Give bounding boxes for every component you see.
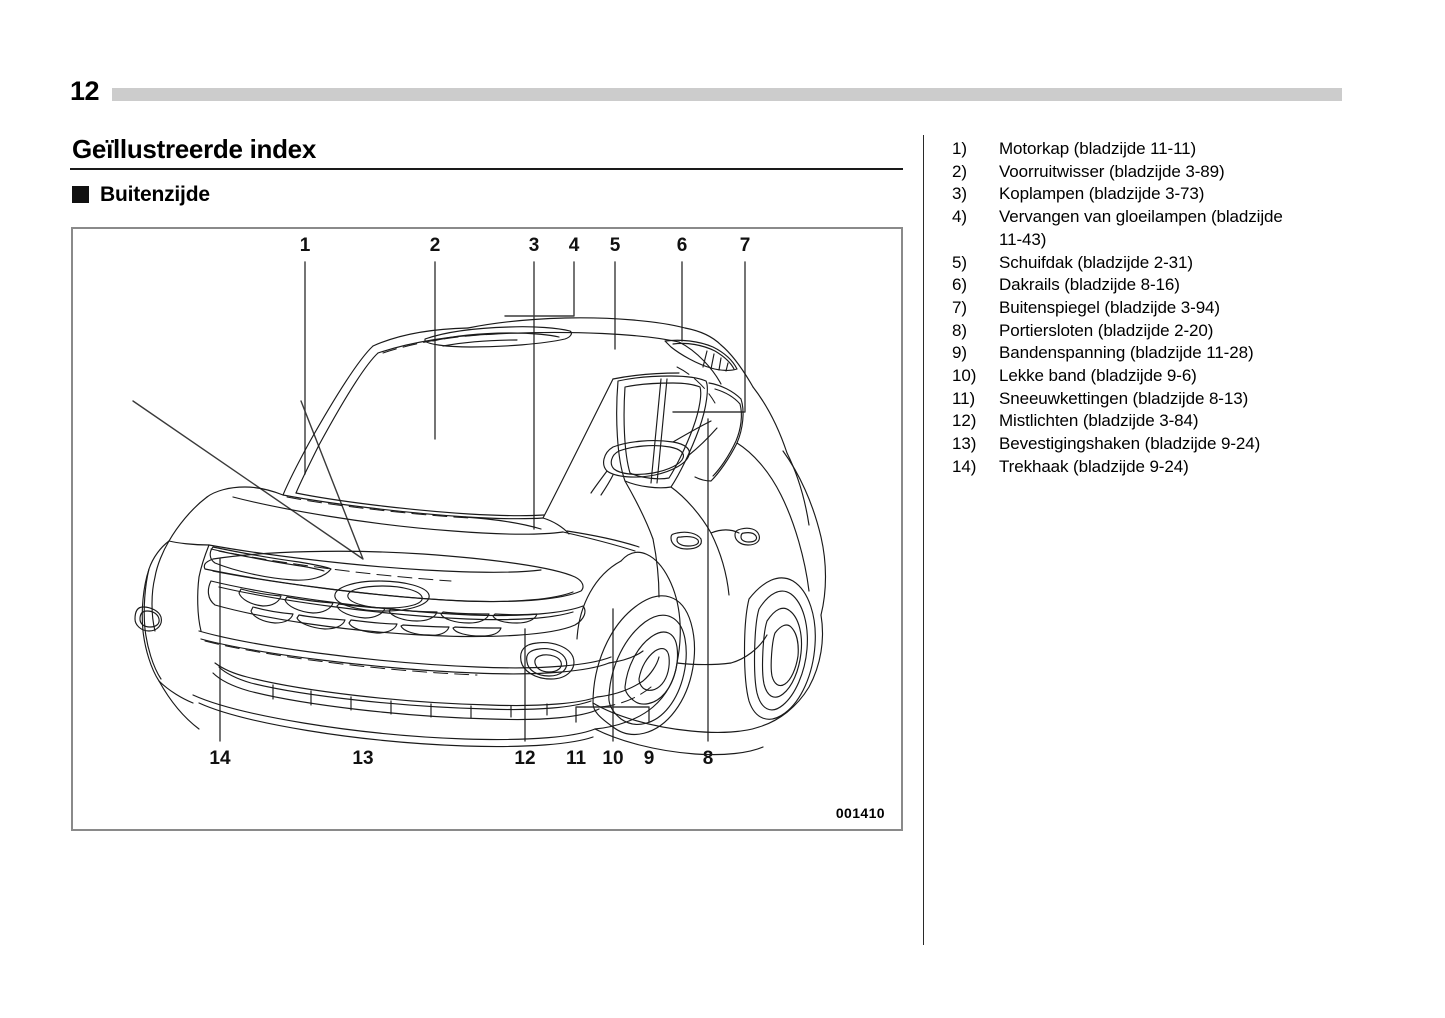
svg-text:9: 9 [644,748,655,769]
list-item-label: Voorruitwisser (bladzijde 3-89) [999,161,1225,181]
list-item-number: 3) [952,184,967,204]
list-item-label: Dakrails (bladzijde 8-16) [999,275,1180,295]
list-item-number: 14) [952,456,977,476]
list-item-label: Buitenspiegel (bladzijde 3-94) [999,297,1220,317]
illustration-figure: 1 2 3 4 5 6 7 14 13 12 11 10 9 8 [71,227,903,831]
list-item-label: Portiersloten (bladzijde 2-20) [999,320,1214,340]
list-item-label: Trekhaak (bladzijde 9-24) [999,456,1189,476]
left-column: Geïllustreerde index Buitenzijde [70,134,905,217]
list-item-label: Motorkap (bladzijde 11-11) [999,139,1197,158]
list-item: 12) Mistlichten (bladzijde 3-84) [952,410,1352,433]
svg-text:13: 13 [352,748,373,769]
list-item-number: 5) [952,252,967,272]
list-item-number: 4) [952,207,967,227]
svg-text:14: 14 [209,748,231,769]
svg-text:12: 12 [514,748,535,769]
list-item-number: 11) [952,388,976,408]
column-divider [923,135,924,945]
list-item-label: Schuifdak (bladzijde 2-31) [999,252,1193,272]
list-item-number: 13) [952,434,977,454]
list-item-number: 1) [952,139,967,158]
list-item-number: 12) [952,411,977,431]
list-item: 3) Koplampen (bladzijde 3-73) [952,183,1352,206]
svg-text:2: 2 [430,235,441,256]
list-item: 2) Voorruitwisser (bladzijde 3-89) [952,161,1352,184]
list-item-label: Mistlichten (bladzijde 3-84) [999,411,1199,431]
index-list: 1) Motorkap (bladzijde 11-11) 2) Voorrui… [952,138,1352,479]
svg-text:8: 8 [703,748,714,769]
list-item: 11) Sneeuwkettingen (bladzijde 8-13) [952,388,1352,411]
svg-text:11: 11 [566,748,587,769]
title-underline [70,168,903,171]
list-item: 4) Vervangen van gloeilampen (bladzijde … [952,206,1352,251]
subsection-heading: Buitenzijde [72,184,905,205]
list-item: 6) Dakrails (bladzijde 8-16) [952,274,1352,297]
list-item: 9) Bandenspanning (bladzijde 11-28) [952,342,1352,365]
list-item-label: Sneeuwkettingen (bladzijde 8-13) [999,388,1249,408]
figure-code: 001410 [835,805,885,821]
list-item-label-line1: Vervangen van gloeilampen (bladzijde [999,207,1283,227]
list-item: 7) Buitenspiegel (bladzijde 3-94) [952,297,1352,320]
list-item-number: 9) [952,343,967,363]
list-item-label-line2: 11-43) [999,229,1047,249]
list-item-label: Bandenspanning (bladzijde 11-28) [999,343,1254,363]
list-item-number: 8) [952,320,967,340]
list-item: 8) Portiersloten (bladzijde 2-20) [952,320,1352,343]
header-rule-bar [112,88,1342,101]
svg-text:1: 1 [300,235,311,256]
list-item: 14) Trekhaak (bladzijde 9-24) [952,456,1352,479]
list-item-number: 2) [952,161,967,181]
list-item-label: Bevestigingshaken (bladzijde 9-24) [999,434,1261,454]
list-item: 10) Lekke band (bladzijde 9-6) [952,365,1352,388]
subsection-label: Buitenzijde [100,183,210,207]
svg-text:5: 5 [610,235,621,256]
svg-text:3: 3 [529,235,540,256]
list-item: 5) Schuifdak (bladzijde 2-31) [952,252,1352,275]
svg-text:7: 7 [740,235,751,256]
svg-text:6: 6 [677,235,688,256]
list-item: 13) Bevestigingshaken (bladzijde 9-24) [952,433,1352,456]
list-item-number: 7) [952,297,967,317]
svg-text:4: 4 [569,235,580,256]
list-item-number: 6) [952,275,967,295]
list-item-label: Lekke band (bladzijde 9-6) [999,366,1197,386]
list-item: 1) Motorkap (bladzijde 11-11) [952,138,1352,161]
page-title: Geïllustreerde index [72,134,316,164]
list-item-label: Vervangen van gloeilampen (bladzijde 11-… [999,206,1352,251]
list-item-number: 10) [952,366,977,386]
list-item-label: Koplampen (bladzijde 3-73) [999,184,1205,204]
svg-text:10: 10 [602,748,623,769]
page-number: 12 [70,76,100,106]
vehicle-exterior-diagram: 1 2 3 4 5 6 7 14 13 12 11 10 9 8 [132,235,827,769]
page-header: 12 [0,0,1445,120]
square-bullet-icon [72,186,89,204]
